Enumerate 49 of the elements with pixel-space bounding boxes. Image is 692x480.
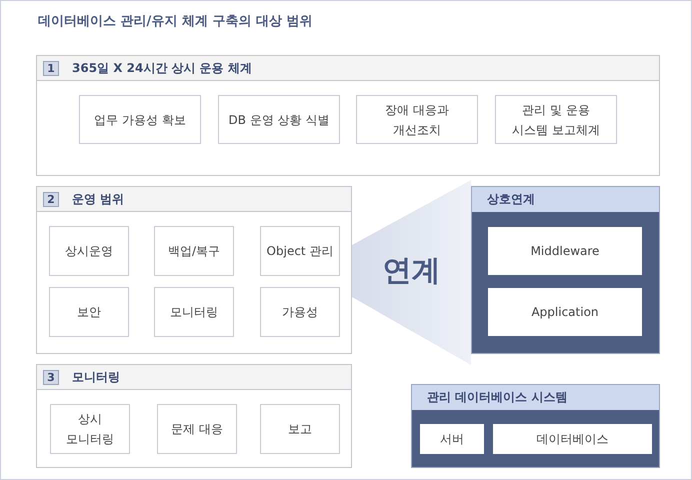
item-label: 모니터링 — [170, 304, 218, 321]
item-box — [49, 287, 129, 337]
item-label: Middleware — [530, 243, 600, 260]
group-heading: 관리 데이터베이스 시스템 — [427, 389, 568, 405]
component-box — [493, 424, 652, 454]
item-label: 관리 및 운용 시스템 보고체계 — [511, 102, 601, 138]
diagram-title: 데이터베이스 관리/유지 체계 구축의 대상 범위 — [38, 13, 312, 31]
item-label: Object 관리 — [266, 243, 334, 260]
item-box — [218, 95, 340, 144]
link-label: 연계 — [382, 252, 442, 288]
item-label: 가용성 — [282, 304, 318, 321]
number-badge: 2 — [43, 192, 59, 207]
item-label: 보고 — [288, 421, 312, 438]
component-box — [488, 288, 642, 336]
item-box — [260, 226, 340, 276]
section-heading: 모니터링 — [72, 369, 120, 385]
item-box — [356, 95, 478, 144]
component-box — [488, 227, 642, 275]
item-label: 상시 모니터링 — [65, 411, 115, 448]
item-box — [495, 95, 617, 144]
item-box — [260, 287, 340, 337]
item-label: Application — [531, 304, 599, 321]
group-heading: 상호연계 — [487, 191, 535, 207]
item-label: 문제 대응 — [171, 421, 223, 438]
item-box — [50, 404, 130, 454]
section-panel — [36, 55, 660, 176]
item-label: 백업/복구 — [168, 243, 220, 260]
item-box — [260, 404, 340, 454]
item-label: 서버 — [440, 431, 464, 448]
section-heading: 운영 범위 — [72, 191, 124, 207]
item-label: 상시운영 — [65, 243, 113, 260]
item-box — [154, 226, 234, 276]
item-label: 업무 가용성 확보 — [94, 112, 186, 128]
section-heading: 365일 X 24시간 상시 운용 체계 — [72, 60, 252, 76]
section-panel — [36, 364, 352, 468]
item-label: 장애 대응과 개선조치 — [384, 102, 450, 138]
item-box — [79, 95, 201, 144]
item-label: 보안 — [77, 304, 101, 321]
item-label: 데이터베이스 — [536, 431, 608, 448]
item-label: DB 운영 상황 식별 — [228, 112, 330, 128]
item-box — [154, 287, 234, 337]
number-badge: 1 — [43, 61, 59, 76]
group-panel — [411, 384, 660, 468]
item-box — [157, 404, 237, 454]
number-badge: 3 — [43, 370, 59, 385]
item-box — [49, 226, 129, 276]
group-panel — [471, 186, 660, 354]
component-box — [420, 424, 484, 454]
section-panel — [36, 186, 352, 354]
